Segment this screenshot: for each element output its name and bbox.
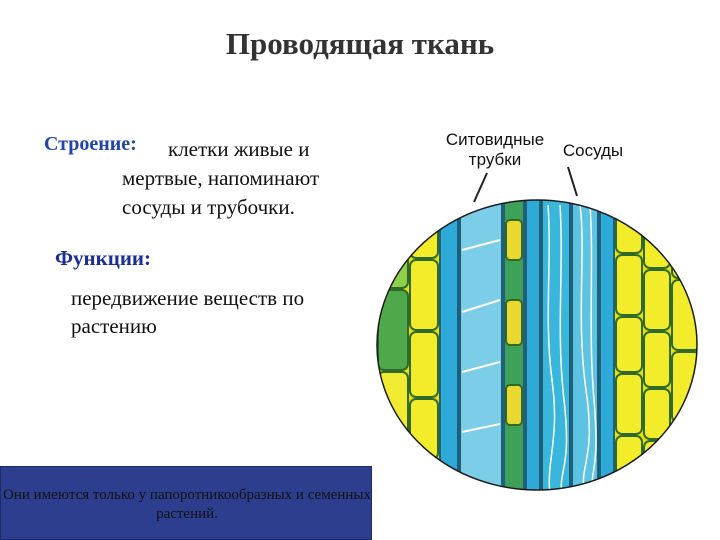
label-sieve-tubes: Ситовидные трубки [445,130,545,169]
note-text: Они имеются только у папоротникообразных… [3,487,371,522]
structure-heading: Строение: [44,133,137,155]
functions-text: передвижение веществ по растению [71,286,305,338]
tissue-cells [377,200,697,490]
vessel-pointer [567,166,578,197]
sieve-tube-pointer [473,172,488,203]
structure-text: мертвые, напоминают сосуды и трубочки. [122,166,320,219]
note-box: Они имеются только у папоротникообразных… [0,466,372,540]
label-vessels: Сосуды [562,141,624,160]
structure-text-line1: клетки живые и [168,137,310,161]
functions-heading: Функции: [55,246,152,270]
slide-title: Проводящая ткань [225,26,495,61]
tissue-oval-outline [376,199,698,491]
structure-block: Строение: клетки живые и мертвые, напоми… [44,133,374,219]
